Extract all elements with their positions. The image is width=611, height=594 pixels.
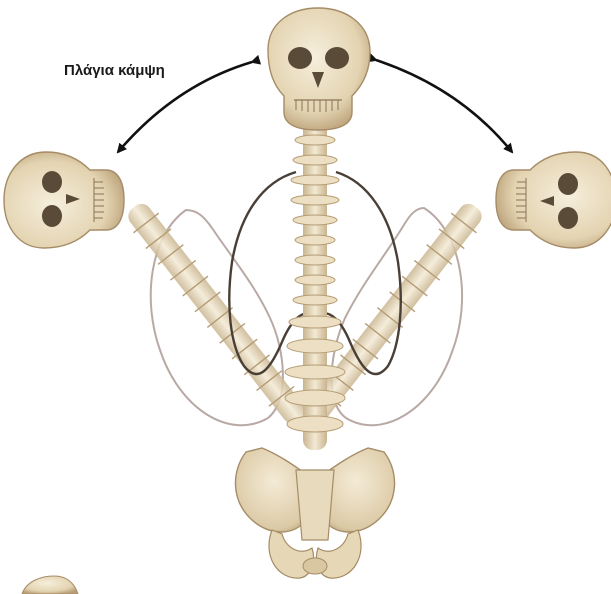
right-flexion-arrow: [376, 60, 512, 152]
skull-right-flexed: [496, 152, 611, 248]
pelvis: [235, 448, 394, 578]
skull-left-flexed: [4, 152, 124, 248]
lateral-flexion-label: Πλάγια κάμψη: [64, 62, 165, 79]
partial-skull-bottom-left: [22, 576, 78, 594]
spine-flexed-left: [121, 197, 312, 429]
skull-upright: [268, 8, 370, 130]
spine-upright: [285, 120, 345, 450]
